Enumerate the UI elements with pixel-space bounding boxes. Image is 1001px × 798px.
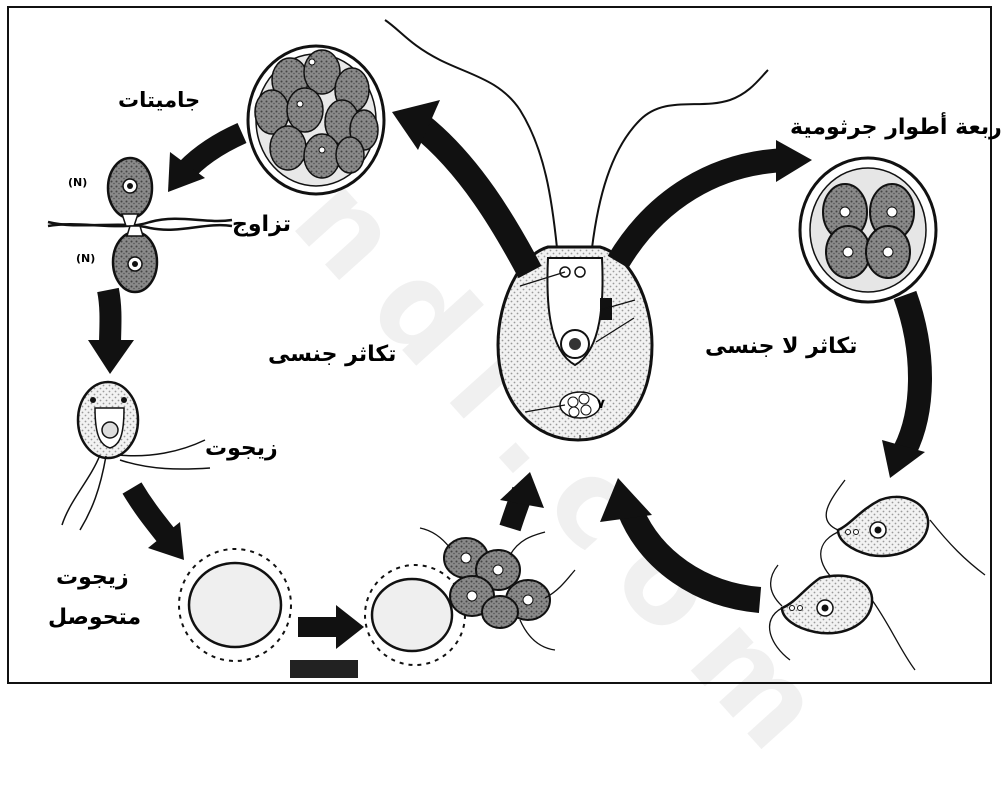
- label-n-top: (N): [68, 176, 87, 189]
- arrow-to-released-zoospores: [905, 295, 920, 450]
- arrow-head-to-germinating-cyst: [336, 605, 364, 649]
- gametangium-cell: [248, 46, 384, 194]
- arrow-head-cysts-to-center: [500, 472, 544, 508]
- zoosporangium-cell: [800, 158, 936, 302]
- organelle-numeral: ٧: [597, 397, 605, 412]
- scale-bar: [290, 660, 358, 678]
- encysted-zygote-cell: [179, 549, 291, 661]
- arrow-head-to-zygote: [88, 340, 134, 374]
- label-encysted-zygote-line2: متحوصل: [48, 605, 141, 630]
- label-mating: تزاوج: [232, 212, 291, 237]
- label-encysted-zygote-line1: زيجوت: [56, 565, 129, 590]
- released-zoospores: [770, 480, 985, 670]
- germinating-cyst: [365, 528, 575, 665]
- arrow-head-to-zoosporangium: [776, 140, 812, 182]
- label-asexual-reproduction: تكاثر لا جنسى: [705, 334, 857, 359]
- label-sexual-reproduction: تكاثر جنسى: [268, 342, 396, 367]
- arrow-to-zygote: [108, 290, 111, 345]
- arrow-head-zoospores-to-center: [600, 478, 652, 522]
- label-gametes: جاميتات: [118, 88, 200, 112]
- label-n-bottom: (N): [76, 252, 95, 265]
- arrow-to-gametangium: [420, 125, 530, 272]
- label-zygote: زيجوت: [205, 436, 278, 461]
- arrow-to-zoosporangium: [618, 160, 788, 262]
- label-four-zoospores: أربعة أطوار جرثومية: [790, 115, 1001, 140]
- arrow-zoospores-to-center: [630, 510, 760, 600]
- arrow-to-encysted-zygote: [132, 488, 168, 538]
